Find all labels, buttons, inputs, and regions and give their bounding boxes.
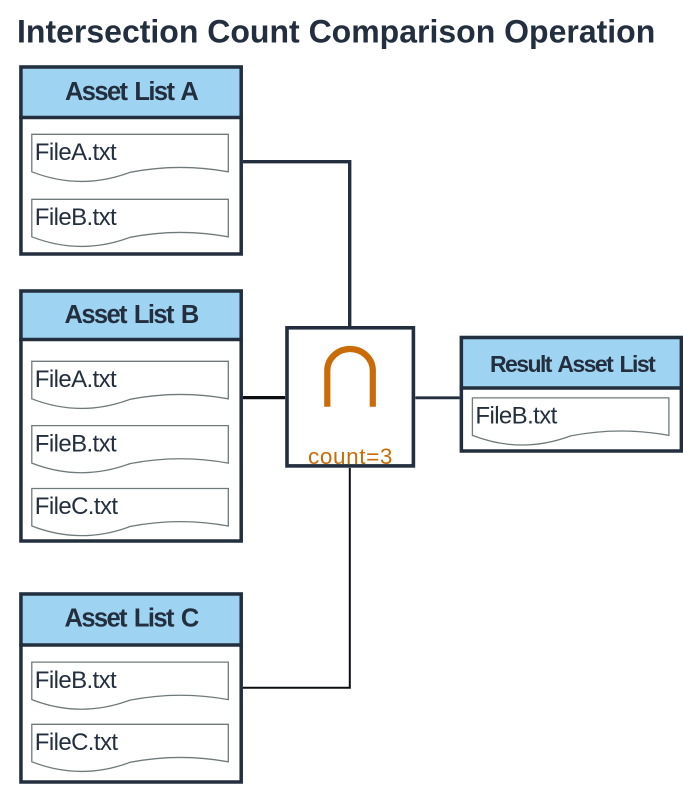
svg-text:Asset List B: Asset List B (65, 301, 199, 329)
svg-text:Asset List C: Asset List C (65, 605, 199, 633)
svg-text:FileC.txt: FileC.txt (35, 729, 119, 756)
svg-text:Asset List A: Asset List A (65, 78, 198, 106)
svg-text:FileB.txt: FileB.txt (35, 430, 117, 457)
svg-text:count=3: count=3 (308, 444, 393, 469)
svg-text:Intersection Count Comparison: Intersection Count Comparison Operation (17, 14, 655, 50)
svg-text:FileB.txt: FileB.txt (35, 667, 117, 694)
svg-text:FileA.txt: FileA.txt (35, 139, 117, 166)
svg-text:FileC.txt: FileC.txt (35, 493, 119, 520)
svg-text:FileB.txt: FileB.txt (35, 204, 117, 231)
svg-text:FileB.txt: FileB.txt (475, 403, 557, 430)
svg-text:Result Asset List: Result Asset List (490, 351, 656, 377)
svg-text:FileA.txt: FileA.txt (35, 366, 117, 393)
